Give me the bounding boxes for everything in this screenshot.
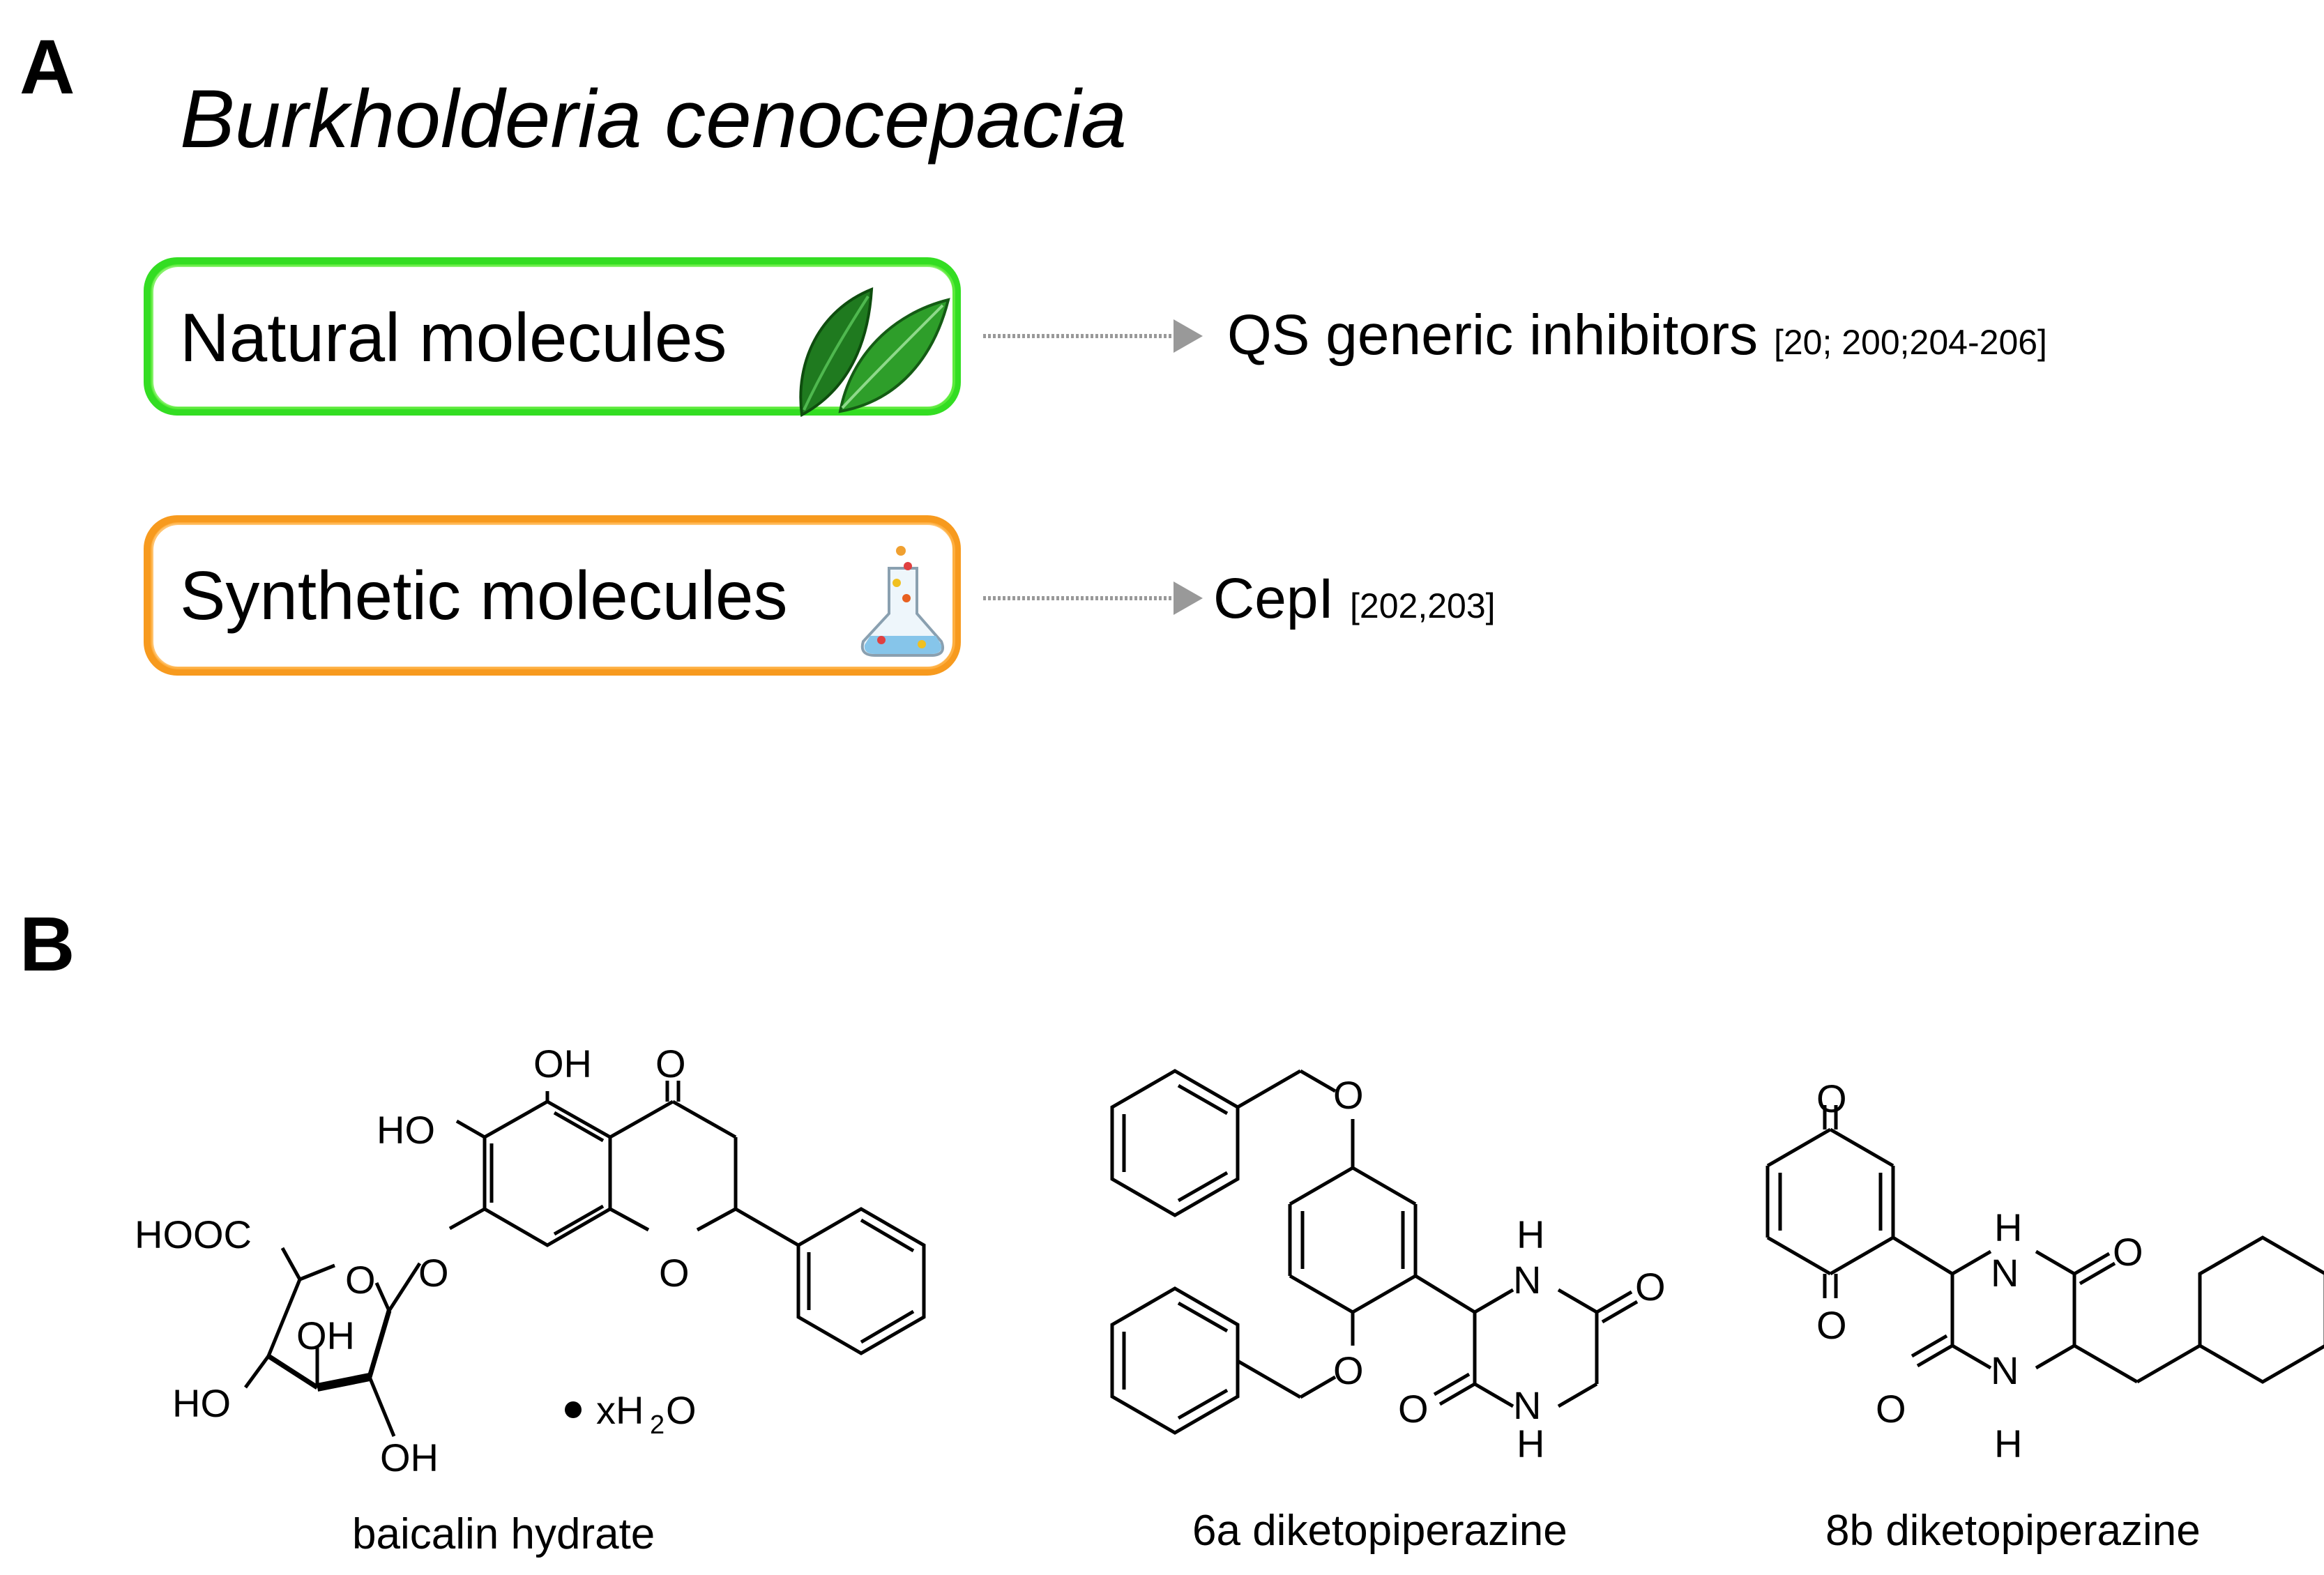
svg-text:OH: OH bbox=[296, 1314, 355, 1357]
svg-text:OH: OH bbox=[380, 1436, 439, 1479]
diketopiperazine-8b-label: 8b diketopiperazine bbox=[1825, 1507, 2201, 1555]
svg-text:O: O bbox=[655, 1042, 686, 1086]
svg-text:H: H bbox=[1994, 1422, 2022, 1466]
svg-text:O: O bbox=[1333, 1073, 1364, 1117]
svg-text:O: O bbox=[2113, 1230, 2143, 1274]
svg-text:O: O bbox=[345, 1258, 376, 1302]
svg-text:N: N bbox=[1513, 1383, 1541, 1427]
svg-text:H: H bbox=[1994, 1205, 2022, 1249]
svg-text:xH: xH bbox=[596, 1388, 644, 1432]
svg-text:HO: HO bbox=[172, 1381, 231, 1425]
svg-text:H: H bbox=[1517, 1212, 1544, 1256]
svg-text:O: O bbox=[1816, 1076, 1847, 1120]
svg-text:O: O bbox=[1333, 1348, 1364, 1392]
svg-text:O: O bbox=[1398, 1387, 1429, 1431]
svg-text:O: O bbox=[659, 1251, 690, 1295]
svg-text:O: O bbox=[1635, 1265, 1666, 1309]
svg-text:O: O bbox=[666, 1388, 697, 1432]
leaf-icon bbox=[799, 287, 950, 418]
natural-target-refs: [20; 200;204-206] bbox=[1773, 323, 2047, 362]
panel-b-letter: B bbox=[20, 901, 75, 987]
natural-target-text: QS generic inhibitors bbox=[1227, 303, 1759, 367]
panel-a-letter: A bbox=[20, 24, 75, 110]
svg-text:O: O bbox=[1876, 1387, 1906, 1431]
diketopiperazine-6a-label: 6a diketopiperazine bbox=[1192, 1507, 1567, 1555]
baicalin-label: baicalin hydrate bbox=[352, 1510, 655, 1558]
svg-text:N: N bbox=[1991, 1348, 2019, 1392]
arrow-synthetic bbox=[983, 581, 1203, 615]
flask-icon bbox=[860, 546, 945, 657]
diketopiperazine-8b-structure bbox=[1765, 1105, 2324, 1384]
natural-target: QS generic inhibitors [20; 200;204-206] bbox=[1227, 307, 2047, 364]
baicalin-structure bbox=[243, 1081, 926, 1437]
synthetic-target-refs: [202,203] bbox=[1350, 586, 1496, 625]
synthetic-molecules-label: Synthetic molecules bbox=[180, 557, 788, 634]
diketopiperazine-6a-structure bbox=[1110, 1069, 1639, 1435]
svg-text:OH: OH bbox=[533, 1042, 592, 1086]
organism-title: Burkholderia cenocepacia bbox=[180, 73, 1127, 165]
svg-text:O: O bbox=[1816, 1303, 1847, 1347]
arrow-natural bbox=[983, 319, 1203, 353]
synthetic-target: CepI [202,203] bbox=[1213, 570, 1496, 627]
svg-text:H: H bbox=[1517, 1422, 1544, 1466]
synthetic-target-text: CepI bbox=[1213, 567, 1335, 630]
natural-molecules-label: Natural molecules bbox=[180, 299, 727, 376]
svg-text:O: O bbox=[418, 1251, 449, 1295]
svg-text:N: N bbox=[1513, 1258, 1541, 1302]
synthetic-molecules-box bbox=[144, 515, 961, 676]
svg-text:HOOC: HOOC bbox=[135, 1212, 252, 1256]
natural-molecules-box bbox=[144, 257, 961, 416]
svg-text:2: 2 bbox=[650, 1410, 664, 1440]
svg-text:N: N bbox=[1991, 1251, 2019, 1295]
svg-text:HO: HO bbox=[377, 1108, 435, 1152]
